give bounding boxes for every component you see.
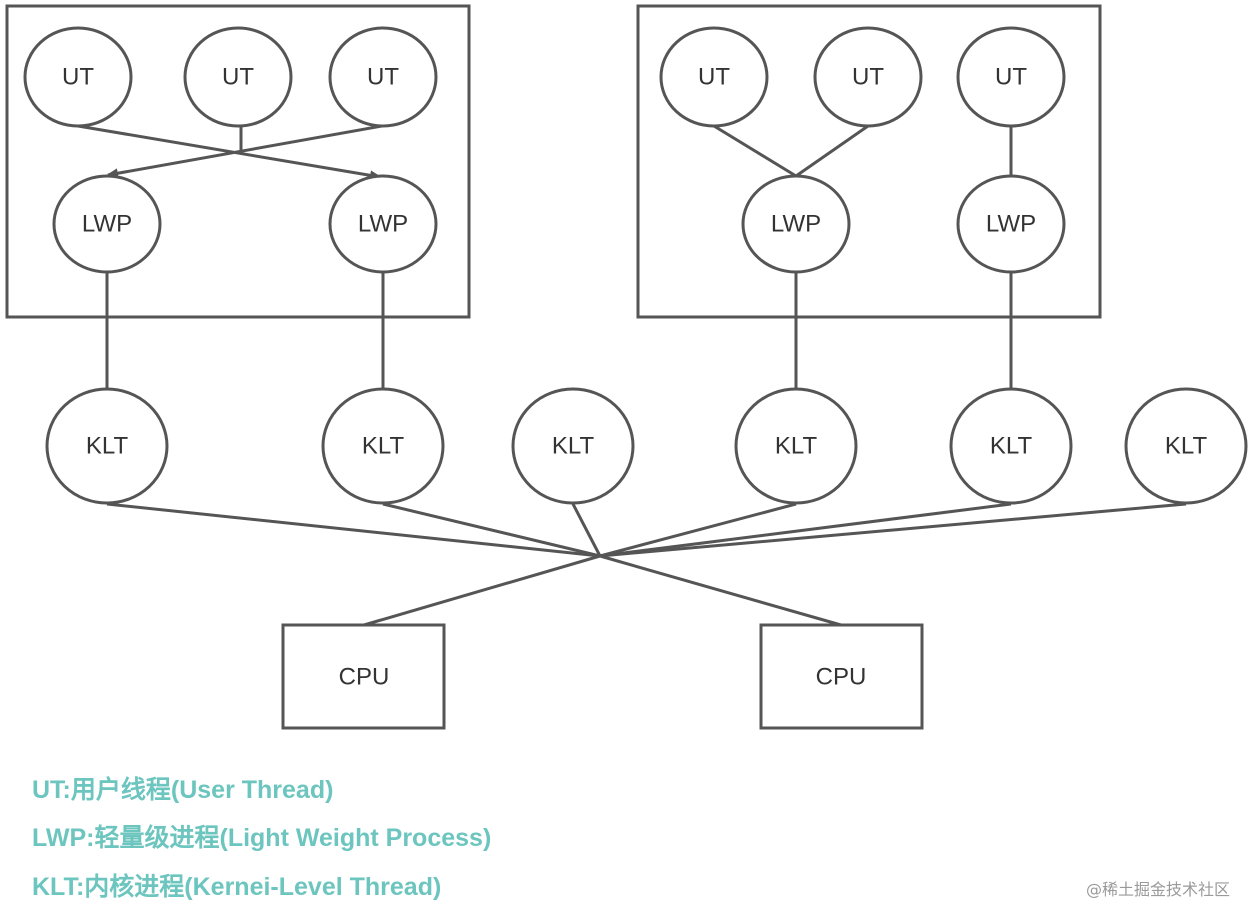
ut-label: UT xyxy=(995,64,1027,91)
klt-node xyxy=(511,387,635,505)
lwp-label: LWP xyxy=(82,211,132,238)
connector-klt4-hub xyxy=(599,502,797,558)
ut-label: UT xyxy=(367,64,399,91)
cpu-label: CPU xyxy=(816,664,867,691)
ut-node xyxy=(813,26,923,128)
klt-node xyxy=(45,387,169,505)
legend-klt: KLT:内核进程(Kernei-Level Thread) xyxy=(32,873,442,901)
connector-ut4-lwp3 xyxy=(713,124,797,178)
process-box-right xyxy=(636,4,1102,319)
cpu-box xyxy=(281,623,446,730)
ut-label: UT xyxy=(222,64,254,91)
klt-label: KLT xyxy=(552,433,595,460)
ut-node xyxy=(956,26,1066,128)
connector-ut3-lwp1 xyxy=(106,124,383,179)
watermark: @稀土掘金技术社区 xyxy=(1085,880,1230,899)
cpu-box xyxy=(759,623,924,730)
connector-klt5-hub xyxy=(599,502,1012,558)
klt-node xyxy=(949,387,1073,505)
connector-hub-cpu2 xyxy=(599,554,842,627)
connector-ut1-lwp2 xyxy=(77,124,382,181)
ut-label: UT xyxy=(698,64,730,91)
lwp-label: LWP xyxy=(986,211,1036,238)
ut-node xyxy=(328,26,438,128)
klt-node xyxy=(734,387,858,505)
lwp-node xyxy=(52,174,162,274)
lwp-node xyxy=(956,174,1066,274)
ut-label: UT xyxy=(62,64,94,91)
lwp-node xyxy=(328,174,438,274)
klt-label: KLT xyxy=(990,433,1033,460)
lwp-label: LWP xyxy=(358,211,408,238)
klt-label: KLT xyxy=(362,433,405,460)
klt-node xyxy=(1124,387,1248,505)
process-box-left xyxy=(5,4,471,319)
lwp-label: LWP xyxy=(771,211,821,238)
ut-label: UT xyxy=(852,64,884,91)
legend-ut: UT:用户线程(User Thread) xyxy=(32,776,334,804)
lwp-node xyxy=(741,174,851,274)
ut-node xyxy=(659,26,769,128)
connector-klt6-hub xyxy=(599,502,1187,558)
connector-klt2-hub xyxy=(382,502,601,558)
ut-node xyxy=(183,26,293,128)
legend-lwp: LWP:轻量级进程(Light Weight Process) xyxy=(32,824,492,852)
connector-hub-cpu1 xyxy=(363,554,601,627)
ut-node xyxy=(23,26,133,128)
connector-klt3-hub xyxy=(571,503,602,557)
cpu-label: CPU xyxy=(339,664,390,691)
connector-ut5-lwp3 xyxy=(795,124,869,178)
klt-label: KLT xyxy=(86,433,129,460)
klt-label: KLT xyxy=(775,433,818,460)
thread-model-diagram: UT UT UT UT UT UT LWP LWP LWP LWP KLT KL… xyxy=(5,4,1248,730)
klt-node xyxy=(321,387,445,505)
klt-label: KLT xyxy=(1165,433,1208,460)
connector-klt1-hub xyxy=(106,502,601,558)
